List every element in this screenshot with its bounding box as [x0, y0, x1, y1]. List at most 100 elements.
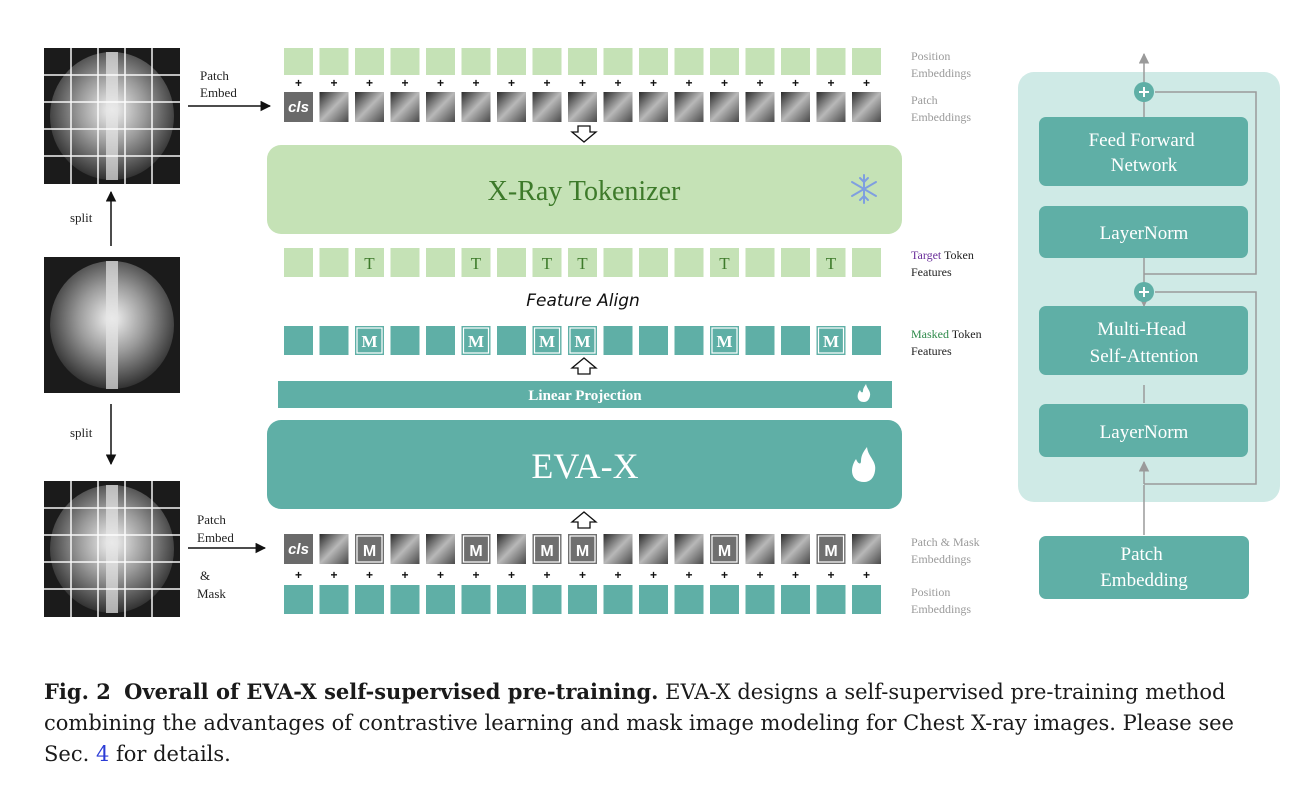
plus-sign: +: [437, 568, 444, 582]
svg-text:Multi-Head Self-Attentio: Multi-Head Self-Attention: [1090, 319, 1199, 367]
image-patch-token: [497, 92, 526, 122]
plus-sign: +: [756, 76, 763, 90]
feature-token: [745, 248, 775, 277]
svg-text:Patch Embedding: Patch Embedding: [1100, 544, 1188, 591]
masked-token-features-label: Masked Token Features: [911, 327, 985, 358]
masked-token-border: [462, 327, 490, 354]
position-token: [284, 48, 313, 75]
feature-token: [603, 248, 633, 277]
cls-token: [284, 92, 313, 122]
mask-patch-letter: M: [540, 543, 553, 560]
figure-diagram: split split Patch Embed Patch Embed & Ma…: [44, 48, 1280, 617]
image-patch-token: [639, 534, 668, 564]
plus-sign: +: [472, 568, 479, 582]
caption-text: EVA-X designs a self-supervised pre-trai…: [44, 680, 1234, 766]
plus-sign: +: [543, 568, 550, 582]
mask-patch-letter: M: [469, 543, 482, 560]
mask-patch-token: [816, 534, 846, 564]
position-token: [639, 48, 668, 75]
feed-forward-block: Feed Forward Network: [1039, 117, 1248, 186]
mask-token-letter: M: [361, 332, 377, 351]
plus-sign: +: [295, 568, 302, 582]
mask-patch-token: [532, 534, 562, 564]
masked-word: Masked: [911, 327, 949, 341]
position-bottom-line1: Position: [911, 585, 950, 599]
patch-mask-line2: Embeddings: [911, 552, 971, 566]
feature-token: [390, 248, 420, 277]
patch-embed-top-line1: Patch: [200, 68, 229, 83]
image-patch-token: [497, 534, 526, 564]
plus-sign: +: [792, 76, 799, 90]
mask-patch-letter: M: [576, 543, 589, 560]
position-token: [426, 48, 455, 75]
feature-token: [639, 248, 668, 277]
patch-mask-line1: Patch & Mask: [911, 535, 980, 549]
mask-token-letter: M: [823, 332, 839, 351]
patch-embedding-block: Patch Embedding: [1039, 536, 1249, 599]
mask-token-letter: M: [468, 332, 484, 351]
plus-sign: +: [827, 76, 834, 90]
plus-sign: +: [437, 76, 444, 90]
plus-sign: +: [401, 76, 408, 90]
mask-patch-letter: M: [363, 543, 376, 560]
position-token: [426, 585, 455, 614]
image-patch-token: [852, 534, 881, 564]
position-embeddings-label-bottom: Position Embeddings: [911, 585, 971, 616]
image-patch-token: [745, 92, 775, 122]
position-token: [284, 585, 313, 614]
position-token: [852, 48, 881, 75]
flame-icon-small: [857, 384, 871, 402]
plus-sign: +: [614, 568, 621, 582]
image-patch-token: [852, 92, 881, 122]
masked-token: [355, 326, 384, 355]
feature-token: [284, 248, 313, 277]
mask-patch-token: [461, 534, 491, 564]
target-line2: Features: [911, 265, 952, 279]
position-token: [816, 48, 846, 75]
caption-section-ref[interactable]: 4: [95, 742, 110, 766]
plus-signs-bottom-row: +++++++++++++++++: [295, 568, 870, 582]
target-token: [568, 248, 597, 277]
feature-token: [284, 326, 313, 355]
hollow-arrow-eva: [570, 511, 598, 529]
position-top-line2: Embeddings: [911, 66, 971, 80]
masked-token-border: [711, 327, 738, 354]
plus-sign: +: [508, 76, 515, 90]
position-token: [532, 585, 562, 614]
add-circle-middle: [1134, 282, 1154, 302]
image-patch-token: [426, 534, 455, 564]
position-token: [781, 585, 810, 614]
patch-embed-label-top: Patch Embed: [200, 68, 237, 100]
masked-token: [532, 326, 562, 355]
patch-embeddings-label-top: Patch Embeddings: [911, 93, 971, 124]
image-patch-token: [426, 92, 455, 122]
position-token: [355, 585, 384, 614]
position-top-line1: Position: [911, 49, 950, 63]
patch-top-line1: Patch: [911, 93, 938, 107]
plus-sign: +: [650, 76, 657, 90]
caption-bold-title: Overall of EVA-X self-supervised pre-tra…: [124, 679, 659, 704]
plus-sign: +: [330, 568, 337, 582]
feature-token: [781, 248, 810, 277]
position-token: [390, 585, 420, 614]
plus-sign: +: [863, 568, 870, 582]
patch-top-line2: Embeddings: [911, 110, 971, 124]
plus-sign: +: [330, 76, 337, 90]
position-token: [745, 585, 775, 614]
target-rest: Token: [941, 248, 974, 262]
mask-token-letter: M: [716, 332, 732, 351]
masked-token: [816, 326, 846, 355]
ffn-line2: Network: [1111, 155, 1178, 176]
target-token: [816, 248, 846, 277]
target-token-letter: T: [364, 254, 375, 273]
split-label-bottom: split: [70, 425, 93, 440]
plus-sign: +: [472, 76, 479, 90]
masked-token-border: [569, 327, 596, 354]
cls-label: cls: [288, 99, 309, 116]
target-token: [532, 248, 562, 277]
position-token: [710, 48, 739, 75]
image-patch-token: [355, 92, 384, 122]
image-patch-token: [603, 534, 633, 564]
image-patch-token: [319, 92, 349, 122]
ffn-line1: Feed Forward: [1089, 130, 1196, 151]
